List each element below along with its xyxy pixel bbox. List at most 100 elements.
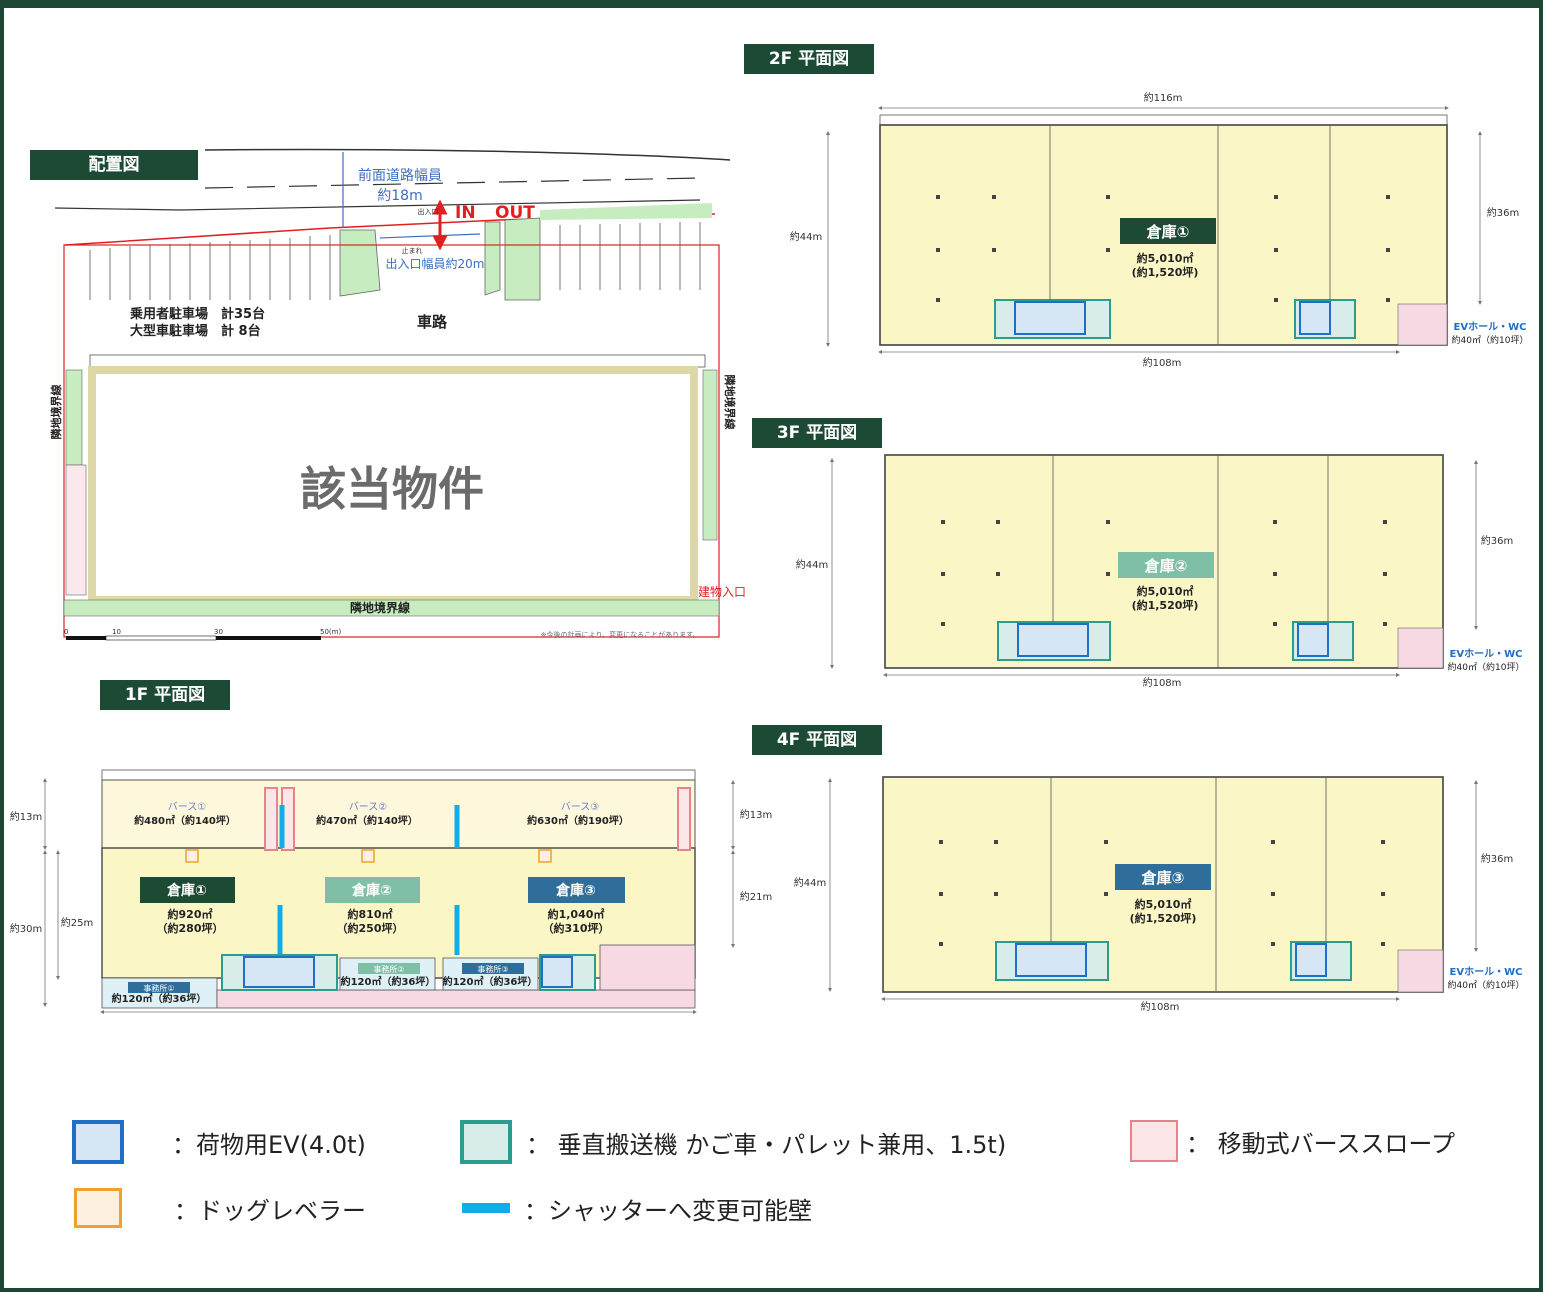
building-entrance-label: 建物入口 <box>698 585 746 599</box>
scale-30: 30 <box>214 628 223 636</box>
office1-area: 約120㎡（約36坪） <box>112 992 207 1005</box>
floor1-warehouse2-tsubo: （約250坪） <box>337 921 404 935</box>
floor2-warehouse-badge <box>1120 218 1216 244</box>
scale-10: 10 <box>112 628 121 636</box>
floor4-right-dim: 約36m <box>1481 852 1513 865</box>
floor3-plan: 倉庫② 約5,010㎡ (約1,520坪) 約108m 約44m 約36m EV… <box>796 454 1525 689</box>
legend-slope-text: ： 移動式バーススロープ <box>1186 1129 1455 1158</box>
floor3-warehouse-badge <box>1118 552 1214 578</box>
in-label: IN <box>455 203 476 223</box>
floor3-left-dim: 約44m <box>796 558 828 571</box>
floor1-warehouse3-area: 約1,040㎡ <box>548 907 605 921</box>
floor1-warehouse1-badge <box>140 877 235 903</box>
floor4-area: 約5,010㎡ <box>1135 897 1192 911</box>
floor3-tsubo: (約1,520坪) <box>1132 598 1199 612</box>
road-width-value: 約18m <box>377 188 422 204</box>
floor4-warehouse-label: 倉庫③ <box>1141 869 1185 887</box>
parking-car-label: 乗用者駐車場 計35台 <box>129 306 265 322</box>
floor2-ev-label: EVホール・WC <box>1454 321 1527 333</box>
floor2-header: 2F 平面図 <box>744 44 874 74</box>
parking-truck-label: 大型車駐車場 計 8台 <box>130 323 261 339</box>
out-label: OUT <box>495 203 535 223</box>
floor1-warehouse1-label: 倉庫① <box>166 882 207 899</box>
stop-label: 止まれ <box>402 246 423 255</box>
scale-50: 50(m) <box>320 628 341 636</box>
legend-vertical-text: ： 垂直搬送機 かご車・パレット兼用、1.5t) <box>526 1130 1007 1159</box>
site-note: ※今後の計画により、変更になることがあります。 <box>541 630 700 639</box>
floor1-warehouse2-area: 約810㎡ <box>348 907 393 921</box>
legend-dock: ：ドッグレベラー <box>74 1188 366 1228</box>
legend-ev-swatch <box>72 1120 124 1164</box>
f1-left-bottom-dim: 約30m <box>10 922 42 935</box>
boundary-left: 隣地境界線 <box>49 385 63 440</box>
floor2-bottom-dim: 約108m <box>1143 356 1182 369</box>
floor2-area: 約5,010㎡ <box>1137 251 1194 265</box>
floor4-plan: 倉庫③ 約5,010㎡ (約1,520坪) 約108m 約44m 約36m EV… <box>794 776 1525 1013</box>
legend-vertical-swatch <box>460 1120 512 1164</box>
floor3-area: 約5,010㎡ <box>1137 584 1194 598</box>
boundary-bottom: 隣地境界線 <box>350 600 410 615</box>
berth3-area: 約630㎡（約190坪） <box>527 814 629 827</box>
entrance-small-label: 出入口 <box>418 207 439 216</box>
floor3-warehouse-label: 倉庫② <box>1144 557 1188 575</box>
berth2-area: 約470㎡（約140坪） <box>316 814 418 827</box>
legend-dock-swatch <box>74 1188 122 1228</box>
entrance-width-label: 出入口幅員約20m <box>386 256 485 271</box>
office3-area: 約120㎡（約36坪） <box>443 975 538 988</box>
floor1-warehouse1-tsubo: （約280坪） <box>157 921 224 935</box>
f1-left-top-dim: 約13m <box>10 810 42 823</box>
f1-left-mid-dim: 約25m <box>61 916 93 929</box>
floor2-plan: 倉庫① 約5,010㎡ (約1,520坪) 約116m 約108m 約44m 約… <box>790 91 1529 369</box>
berth3-label: バース③ <box>561 801 599 813</box>
lane-label: 車路 <box>417 313 448 331</box>
floor1-header: 1F 平面図 <box>100 680 230 710</box>
floor3-right-dim: 約36m <box>1481 534 1513 547</box>
floor3-ev-area: 約40㎡（約10坪） <box>1448 661 1525 673</box>
site-plan: 前面道路幅員 約18m 出入口 止まれ IN OUT 出入口幅員約20m 乗用者… <box>49 148 746 641</box>
office2-area: 約120㎡（約36坪） <box>341 975 436 988</box>
floor4-bottom-dim: 約108m <box>1141 1000 1180 1013</box>
floor1-warehouse2-badge <box>325 877 420 903</box>
legend-shutter: ：シャッターへ変更可能壁 <box>462 1188 812 1228</box>
berth1-area: 約480㎡（約140坪） <box>134 814 236 827</box>
floor4-ev-label: EVホール・WC <box>1450 966 1523 978</box>
berth1-label: バース① <box>168 801 206 813</box>
floor2-left-dim: 約44m <box>790 230 822 243</box>
floor2-right-dim: 約36m <box>1487 206 1519 219</box>
legend-dock-text: ：ドッグレベラー <box>174 1196 366 1225</box>
office1-label: 事務所① <box>143 983 174 993</box>
floor3-bottom-dim: 約108m <box>1143 676 1182 689</box>
floor3-header: 3F 平面図 <box>752 418 882 448</box>
floor2-top-dim: 約116m <box>1144 91 1183 104</box>
office3-label: 事務所③ <box>477 964 508 974</box>
floor1-warehouse3-tsubo: （約310坪） <box>543 921 610 935</box>
floor1-warehouse1-area: 約920㎡ <box>168 907 213 921</box>
property-label: 該当物件 <box>300 462 484 516</box>
legend-ev-text: ：荷物用EV(4.0t) <box>172 1130 366 1159</box>
legend-slope: ： 移動式バーススロープ <box>1130 1120 1455 1162</box>
road-width-label: 前面道路幅員 <box>358 167 442 184</box>
floor1-warehouse3-badge <box>528 877 625 903</box>
legend-shutter-text: ：シャッターへ変更可能壁 <box>524 1196 812 1225</box>
floor4-tsubo: (約1,520坪) <box>1130 911 1197 925</box>
scale-0: 0 <box>64 628 68 636</box>
legend-slope-swatch <box>1130 1120 1178 1162</box>
legend-vertical: ： 垂直搬送機 かご車・パレット兼用、1.5t) <box>460 1120 1006 1164</box>
berth2-label: バース② <box>349 801 387 813</box>
floor4-ev-area: 約40㎡（約10坪） <box>1448 979 1525 991</box>
floor2-tsubo: (約1,520坪) <box>1132 265 1199 279</box>
boundary-right: 隣地境界線 <box>723 375 737 430</box>
floor3-ev-label: EVホール・WC <box>1450 648 1523 660</box>
floor1-warehouse3-label: 倉庫③ <box>555 882 596 899</box>
f1-right-bottom-dim: 約21m <box>740 890 772 903</box>
floor1-plan: バース① 約480㎡（約140坪） バース② 約470㎡（約140坪） バース③… <box>10 769 772 1014</box>
floor2-ev-area: 約40㎡（約10坪） <box>1452 334 1529 346</box>
office2-label: 事務所② <box>373 964 404 974</box>
legend-ev: ：荷物用EV(4.0t) <box>72 1120 366 1164</box>
legend-shutter-swatch <box>462 1203 510 1213</box>
floor4-header: 4F 平面図 <box>752 725 882 755</box>
floor1-warehouse2-label: 倉庫② <box>351 882 392 899</box>
floor4-warehouse-badge <box>1115 864 1211 890</box>
floor2-warehouse-label: 倉庫① <box>1146 223 1190 241</box>
